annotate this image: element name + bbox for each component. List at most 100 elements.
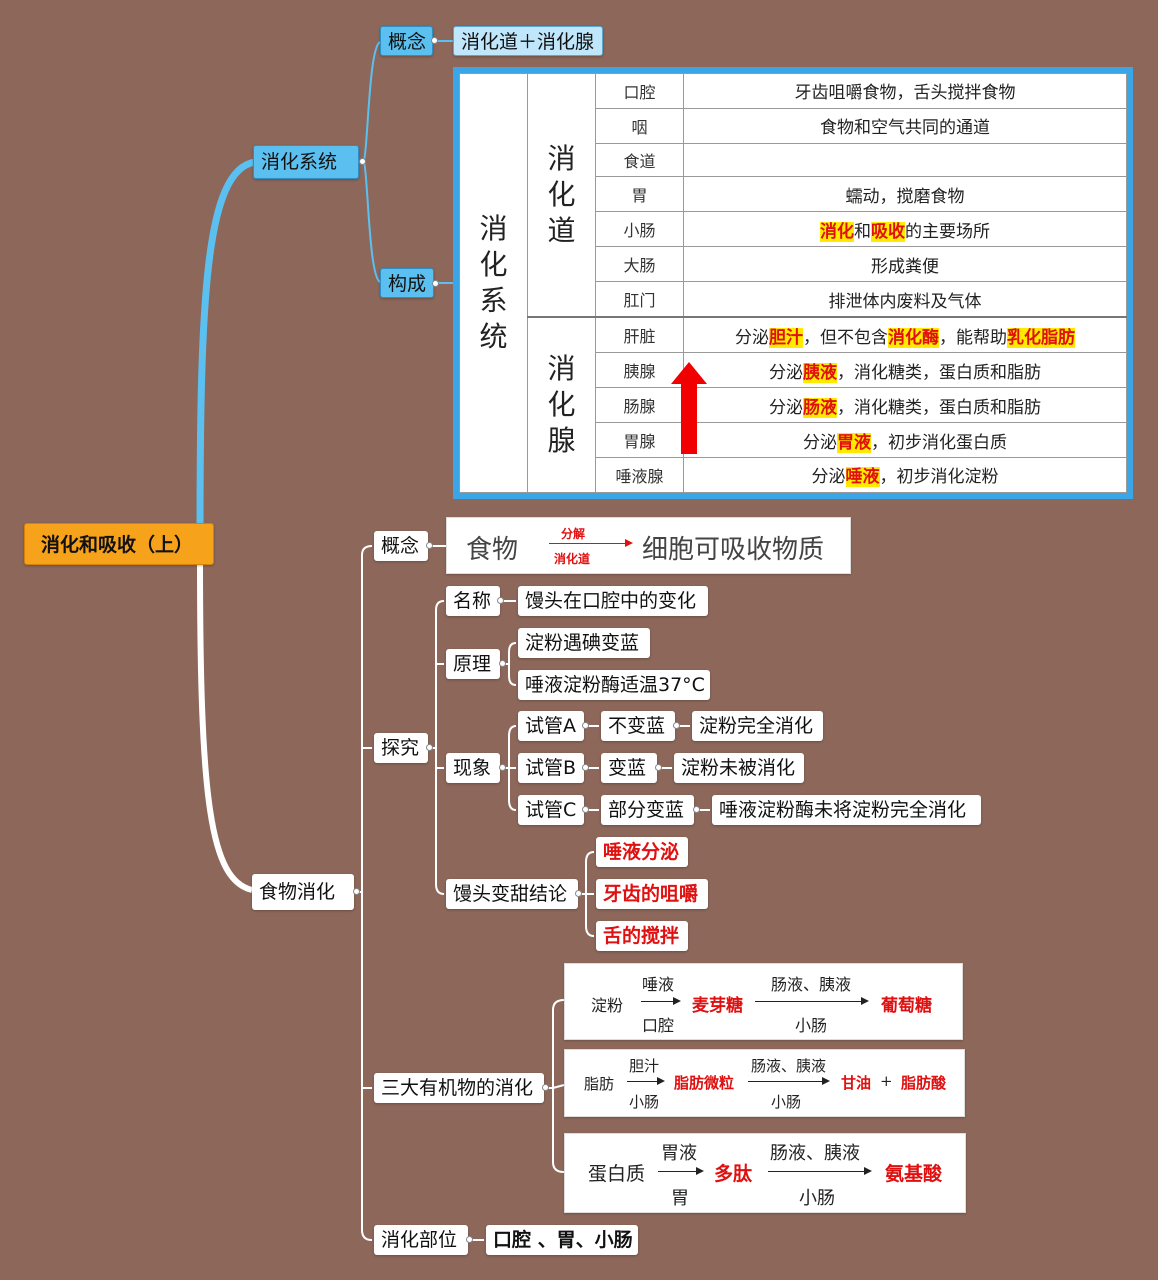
principle-node[interactable]: 原理 bbox=[446, 649, 500, 679]
explore-connector bbox=[426, 744, 433, 751]
fat-digestion-box: 脂肪 胆汁 小肠 脂肪微粒 肠液、胰液 小肠 甘油 + 脂肪酸 bbox=[564, 1049, 965, 1117]
principle-item-1[interactable]: 淀粉遇碘变蓝 bbox=[518, 628, 650, 658]
branch-line-digestion bbox=[197, 559, 253, 893]
starch-arrow-1 bbox=[641, 997, 681, 1005]
fat-a1-bottom: 小肠 bbox=[629, 1093, 660, 1111]
explore-node[interactable]: 探究 bbox=[374, 733, 428, 763]
name-connector bbox=[497, 597, 504, 604]
digestive-system-node[interactable]: 消化系统 bbox=[253, 145, 359, 179]
organ-name: 口腔 bbox=[595, 73, 684, 109]
organ-desc bbox=[683, 142, 1127, 178]
principle-connector bbox=[499, 660, 506, 667]
food-digestion-node[interactable]: 食物消化 bbox=[252, 874, 354, 910]
desc-text: 吸收 bbox=[871, 221, 905, 242]
tube-b-result-connector bbox=[655, 764, 662, 771]
starch-digestion-box: 淀粉 唾液 口腔 麦芽糖 肠液、胰液 小肠 葡萄糖 bbox=[564, 963, 963, 1040]
highlight-term: 肠液 bbox=[803, 397, 837, 418]
organics-node[interactable]: 三大有机物的消化 bbox=[374, 1073, 544, 1103]
tube-a-connector bbox=[582, 722, 589, 729]
sweet-conclusion-node[interactable]: 馒头变甜结论 bbox=[446, 879, 578, 909]
tube-b-result[interactable]: 变蓝 bbox=[601, 753, 657, 783]
digestion-concept-connector bbox=[426, 542, 433, 549]
sweet-item-tongue[interactable]: 舌的搅拌 bbox=[596, 921, 688, 951]
table-row: 消化系统消化道口腔牙齿咀嚼食物，舌头搅拌食物 bbox=[459, 73, 1127, 493]
protein-a1-bottom: 胃 bbox=[671, 1188, 689, 1209]
highlight-term: 胃液 bbox=[837, 432, 871, 453]
organ-name: 肠腺 bbox=[595, 387, 684, 424]
organ-name: 小肠 bbox=[595, 211, 684, 248]
system-label-cell: 消化系统 bbox=[459, 73, 528, 493]
tube-c[interactable]: 试管C bbox=[518, 795, 584, 825]
tube-c-result[interactable]: 部分变蓝 bbox=[601, 795, 694, 825]
tube-c-connector bbox=[582, 806, 589, 813]
desc-text: 分泌 bbox=[811, 467, 846, 488]
organ-name: 肝脏 bbox=[595, 316, 684, 354]
system-concept-node[interactable]: 概念 bbox=[380, 26, 433, 56]
desc-text: 分泌 bbox=[803, 432, 837, 453]
concept-right: 细胞可吸收物质 bbox=[642, 535, 825, 565]
table-row: 消化腺肝脏分泌胆汁，但不包含消化酶，能帮助乳化脂肪 bbox=[460, 316, 1127, 494]
tube-a-conclusion[interactable]: 淀粉完全消化 bbox=[692, 711, 823, 741]
tube-c-result-connector bbox=[693, 806, 700, 813]
up-arrow-icon bbox=[671, 362, 707, 454]
starch-start: 淀粉 bbox=[591, 996, 624, 1015]
site-node[interactable]: 消化部位 bbox=[374, 1225, 468, 1255]
sweet-conclusion-connector bbox=[575, 890, 582, 897]
highlight-term: 唾液 bbox=[845, 467, 880, 488]
system-composition-connector bbox=[432, 280, 439, 287]
table-row: 胃腺分泌胃液，初步消化蛋白质 bbox=[460, 422, 1127, 458]
desc-text: ，能帮助 bbox=[939, 327, 1007, 348]
sweet-item-teeth[interactable]: 牙齿的咀嚼 bbox=[596, 879, 708, 909]
tube-a-result[interactable]: 不变蓝 bbox=[601, 711, 675, 741]
concept-arrow bbox=[549, 539, 633, 547]
desc-text: 分泌 bbox=[735, 327, 769, 348]
table-row: 肛门排泄体内废料及气体 bbox=[460, 281, 1127, 318]
fat-arrow-1 bbox=[627, 1077, 665, 1085]
organ-name: 食道 bbox=[595, 142, 684, 178]
starch-mid: 麦芽糖 bbox=[692, 996, 743, 1016]
sweet-item-saliva[interactable]: 唾液分泌 bbox=[596, 837, 688, 867]
organ-desc: 分泌肠液，消化糖类，蛋白质和脂肪 bbox=[683, 387, 1127, 424]
organ-desc: 分泌胆汁，但不包含消化酶，能帮助乳化脂肪 bbox=[683, 316, 1127, 354]
organ-name: 唾液腺 bbox=[595, 456, 684, 494]
table-row: 大肠形成粪便 bbox=[460, 246, 1127, 283]
protein-mid: 多肽 bbox=[714, 1163, 753, 1185]
tube-b[interactable]: 试管B bbox=[518, 753, 584, 783]
tube-b-conclusion[interactable]: 淀粉未被消化 bbox=[674, 753, 804, 783]
desc-text: ，初步消化蛋白质 bbox=[871, 432, 1007, 453]
tube-a[interactable]: 试管A bbox=[518, 711, 584, 741]
starch-a1-top: 唾液 bbox=[642, 975, 675, 994]
food-digestion-connector bbox=[353, 888, 360, 895]
fat-a1-top: 胆汁 bbox=[629, 1057, 660, 1075]
organ-name: 肛门 bbox=[595, 281, 684, 318]
fat-plus: + bbox=[880, 1072, 893, 1090]
phenomenon-node[interactable]: 现象 bbox=[446, 753, 500, 783]
fat-arrow-2 bbox=[748, 1077, 830, 1085]
organ-desc: 牙齿咀嚼食物，舌头搅拌食物 bbox=[683, 73, 1127, 109]
desc-text: 分泌 bbox=[769, 362, 803, 383]
starch-arrow-2 bbox=[755, 997, 869, 1005]
name-value[interactable]: 馒头在口腔中的变化 bbox=[518, 586, 708, 616]
table-row: 小肠消化和吸收的主要场所 bbox=[460, 211, 1127, 248]
concept-left: 食物 bbox=[466, 535, 519, 565]
fat-end-acid: 脂肪酸 bbox=[901, 1074, 947, 1092]
protein-a2-top: 肠液、胰液 bbox=[770, 1143, 860, 1164]
site-value[interactable]: 口腔 、胃、小肠 bbox=[486, 1225, 638, 1255]
highlight-term: 消化酶 bbox=[888, 327, 939, 348]
system-concept-value[interactable]: 消化道＋消化腺 bbox=[453, 26, 603, 56]
name-node[interactable]: 名称 bbox=[446, 586, 500, 616]
root-topic[interactable]: 消化和吸收（上） bbox=[24, 523, 214, 565]
organ-desc: 分泌唾液，初步消化淀粉 bbox=[683, 456, 1127, 494]
digestion-concept-node[interactable]: 概念 bbox=[374, 531, 428, 561]
principle-item-2[interactable]: 唾液淀粉酶适温37°C bbox=[518, 670, 710, 700]
fat-a2-bottom: 小肠 bbox=[771, 1093, 802, 1111]
composition-table-frame: 消化系统消化道口腔牙齿咀嚼食物，舌头搅拌食物咽食物和空气共同的通道食道胃蠕动，搅… bbox=[453, 67, 1133, 499]
organ-desc: 分泌胰液，消化糖类，蛋白质和脂肪 bbox=[683, 352, 1127, 389]
protein-digestion-box: 蛋白质 胃液 胃 多肽 肠液、胰液 小肠 氨基酸 bbox=[564, 1133, 966, 1213]
tube-c-conclusion[interactable]: 唾液淀粉酶未将淀粉完全消化 bbox=[712, 795, 981, 825]
tube-a-result-connector bbox=[673, 722, 680, 729]
starch-a2-bottom: 小肠 bbox=[795, 1016, 828, 1035]
protein-arrow-2 bbox=[768, 1167, 872, 1175]
system-composition-node[interactable]: 构成 bbox=[380, 268, 434, 298]
